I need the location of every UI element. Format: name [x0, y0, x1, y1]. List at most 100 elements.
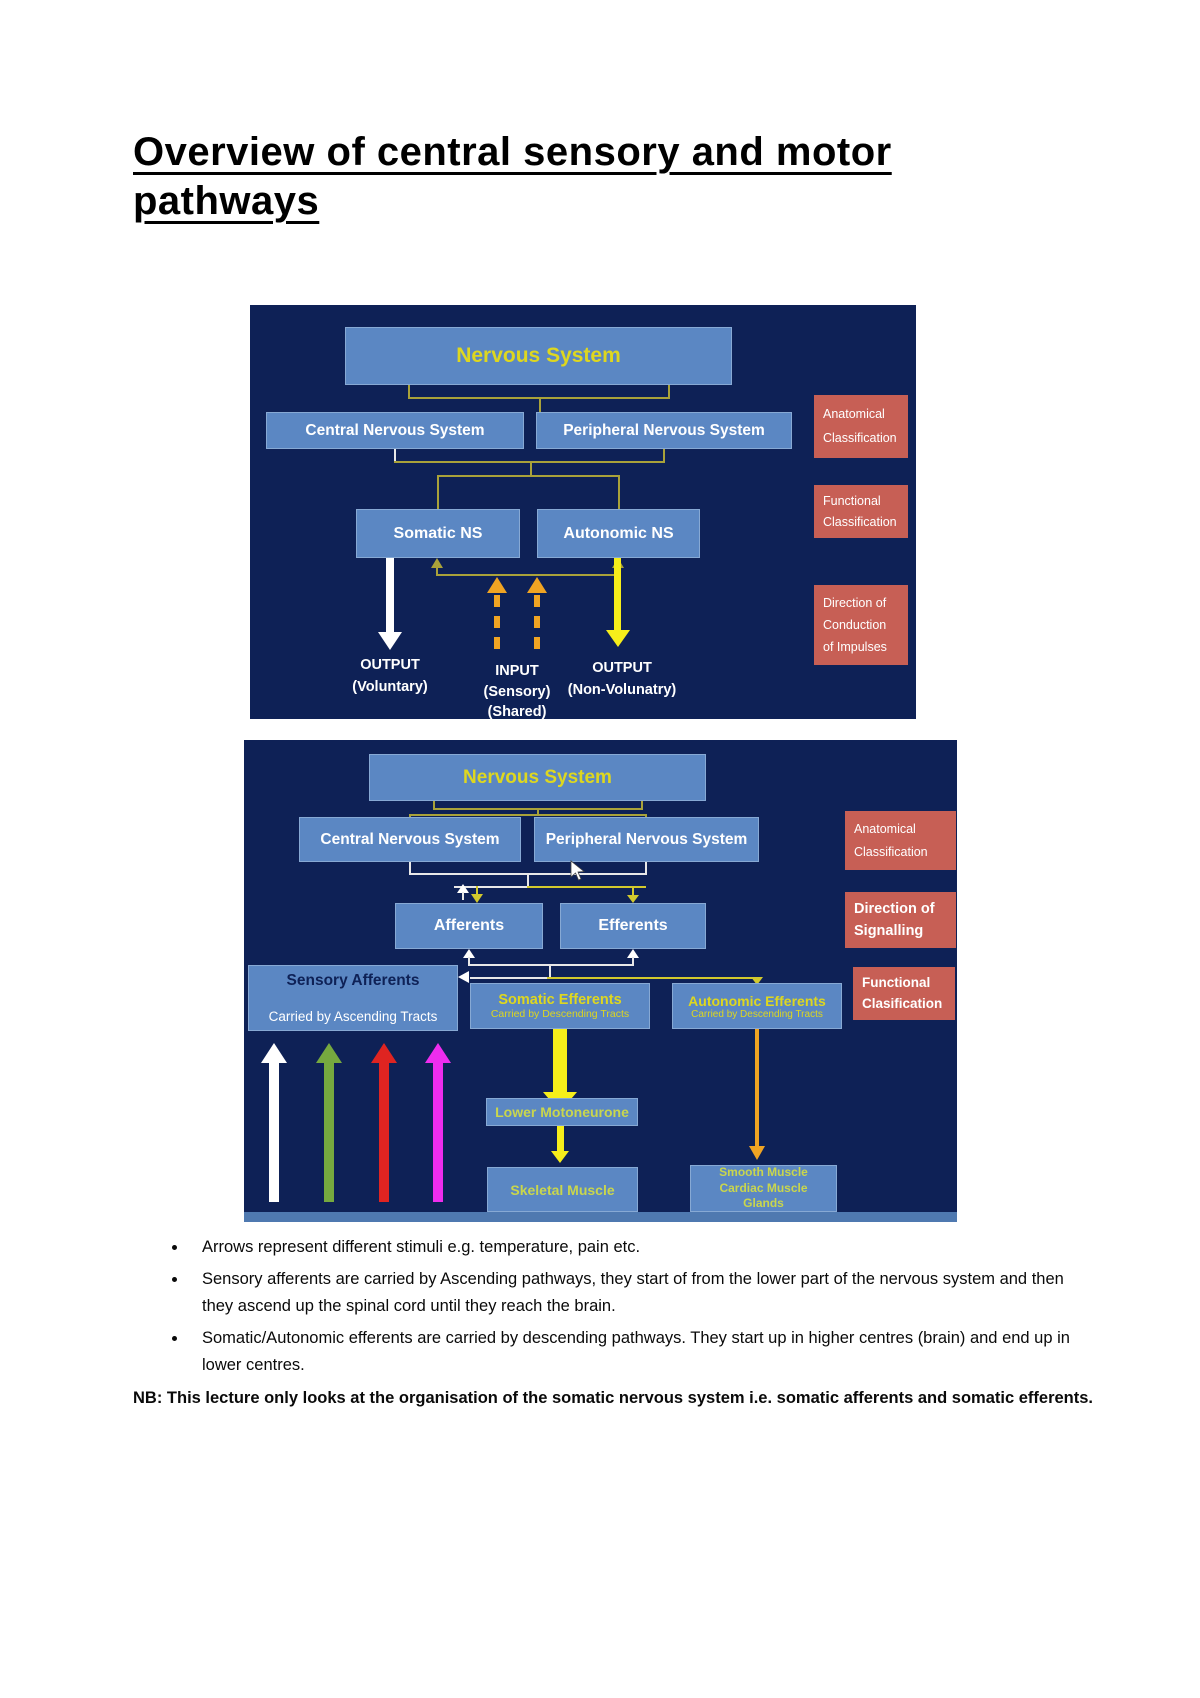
- somatic-ns-box: Somatic NS: [356, 509, 520, 558]
- direction-of-conduction-box: Direction of Conduction of Impulses: [814, 585, 908, 665]
- connector-line: [433, 801, 435, 810]
- connector-line: [468, 957, 470, 966]
- bullet-item: Arrows represent different stimuli e.g. …: [188, 1234, 1098, 1261]
- nb-note: NB: This lecture only looks at the organ…: [133, 1389, 1093, 1407]
- yellow-down-arrowhead-icon: [627, 895, 639, 903]
- orange-dashed-arrow: [534, 595, 540, 657]
- functional-classification-box: Functional Classification: [814, 485, 908, 538]
- side-box-line: Direction of: [823, 595, 887, 610]
- white-stimulus-arrowhead-icon: [261, 1043, 287, 1063]
- white-up-arrowhead-icon: [457, 884, 469, 893]
- side-box-line: Direction of: [854, 900, 935, 917]
- side-box-line: Anatomical: [823, 407, 885, 422]
- red-stimulus-arrowhead-icon: [371, 1043, 397, 1063]
- side-box-line: Conduction: [823, 617, 887, 632]
- connector-line: [436, 568, 438, 576]
- cns-label: Central Nervous System: [305, 421, 485, 439]
- connector-line: [539, 397, 541, 413]
- lower-motoneurone-box: Lower Motoneurone: [486, 1098, 638, 1126]
- side-box-line: Functional: [823, 494, 881, 509]
- yellow-small-arrowhead-icon: [551, 1151, 569, 1163]
- magenta-stimulus-arrow: [433, 1061, 443, 1202]
- slide-image-2: Nervous System Central Nervous System Pe…: [244, 740, 957, 1222]
- somatic-efferents-title: Somatic Efferents: [498, 992, 622, 1008]
- white-stimulus-arrow: [269, 1061, 279, 1202]
- autonomic-efferents-title: Autonomic Efferents: [688, 992, 826, 1009]
- smooth-muscle-line: Glands: [743, 1196, 784, 1211]
- functional-clasification-box: Functional Clasification: [853, 967, 955, 1020]
- connector-line: [641, 801, 643, 810]
- central-nervous-system-box: Central Nervous System: [299, 817, 521, 862]
- pns-label: Peripheral Nervous System: [545, 830, 748, 848]
- connector-line: [409, 814, 411, 819]
- peripheral-nervous-system-box: Peripheral Nervous System: [536, 412, 792, 449]
- connector-line: [547, 977, 759, 979]
- connector-line: [437, 475, 620, 477]
- output-nonvoluntary-sublabel: (Non-Volunatry): [567, 682, 677, 698]
- nervous-system-label: Nervous System: [456, 344, 621, 367]
- yellow-small-arrow: [557, 1126, 564, 1151]
- central-nervous-system-box: Central Nervous System: [266, 412, 524, 449]
- nervous-system-box: Nervous System: [369, 754, 706, 801]
- slide-image-1: Nervous System Central Nervous System Pe…: [250, 305, 916, 720]
- sensory-afferents-title: Sensory Afferents: [286, 972, 420, 989]
- bullet-text: Arrows represent different stimuli e.g. …: [202, 1238, 641, 1256]
- connector-line: [645, 862, 647, 875]
- white-left-arrowhead-icon: [458, 971, 469, 983]
- yellow-descending-arrow: [553, 1029, 567, 1092]
- afferents-box: Afferents: [395, 903, 543, 949]
- up-arrowhead-icon: [431, 558, 443, 568]
- somatic-ns-label: Somatic NS: [393, 524, 483, 542]
- cns-label: Central Nervous System: [320, 830, 500, 848]
- somatic-efferents-box: Somatic Efferents Carried by Descending …: [470, 983, 650, 1029]
- yellow-down-arrow: [614, 558, 621, 630]
- green-stimulus-arrowhead-icon: [316, 1043, 342, 1063]
- white-down-arrow: [386, 558, 394, 632]
- bullet-item: Sensory afferents are carried by Ascendi…: [188, 1266, 1098, 1320]
- autonomic-ns-box: Autonomic NS: [537, 509, 700, 558]
- yellow-down-arrowhead-icon: [606, 630, 630, 647]
- page-title: Overview of central sensory and motor pa…: [133, 130, 892, 223]
- autonomic-efferents-subtitle: Carried by Descending Tracts: [691, 1008, 823, 1020]
- direction-of-signalling-box: Direction of Signalling: [845, 892, 956, 948]
- bullet-text: Somatic/Autonomic efferents are carried …: [202, 1329, 1070, 1375]
- side-box-line: Anatomical: [854, 822, 916, 837]
- lower-motoneurone-label: Lower Motoneurone: [495, 1104, 629, 1120]
- skeletal-muscle-label: Skeletal Muscle: [510, 1181, 615, 1198]
- anatomical-classification-box: Anatomical Classification: [814, 395, 908, 458]
- orange-descending-arrowhead-icon: [749, 1146, 765, 1160]
- orange-up-arrowhead-icon: [487, 577, 507, 593]
- autonomic-efferents-box: Autonomic Efferents Carried by Descendin…: [672, 983, 842, 1029]
- input-sensory-label: (Sensory): [483, 684, 551, 700]
- orange-descending-arrow: [755, 1029, 759, 1146]
- connector-line: [408, 385, 410, 399]
- smooth-muscle-line: Smooth Muscle: [719, 1165, 808, 1180]
- side-box-line: of Impulses: [823, 639, 887, 654]
- connector-line: [409, 862, 411, 875]
- input-label: INPUT: [495, 663, 539, 679]
- smooth-muscle-line: Cardiac Muscle: [719, 1180, 808, 1195]
- white-up-arrowhead-icon: [627, 949, 639, 958]
- output-voluntary-label: OUTPUT: [360, 657, 420, 673]
- connector-line: [454, 886, 529, 888]
- yellow-down-arrowhead-icon: [471, 894, 483, 903]
- connector-line: [527, 886, 646, 888]
- peripheral-nervous-system-box: Peripheral Nervous System: [534, 817, 759, 862]
- green-stimulus-arrow: [324, 1061, 334, 1202]
- connector-line: [632, 957, 634, 966]
- connector-line: [537, 808, 539, 816]
- sensory-afferents-subtitle: Carried by Ascending Tracts: [268, 1009, 438, 1024]
- connector-line: [409, 814, 647, 816]
- side-box-line: Classification: [854, 844, 928, 859]
- connector-line: [462, 892, 464, 900]
- side-box-line: Functional: [862, 975, 931, 991]
- efferents-label: Efferents: [598, 917, 668, 934]
- connector-line: [470, 977, 550, 979]
- connector-line: [663, 449, 665, 463]
- connector-line: [668, 385, 670, 399]
- anatomical-classification-box: Anatomical Classification: [845, 811, 956, 870]
- bullet-text: Sensory afferents are carried by Ascendi…: [202, 1270, 1064, 1316]
- connector-line: [436, 574, 619, 576]
- afferents-label: Afferents: [433, 917, 505, 934]
- white-up-arrowhead-icon: [463, 949, 475, 958]
